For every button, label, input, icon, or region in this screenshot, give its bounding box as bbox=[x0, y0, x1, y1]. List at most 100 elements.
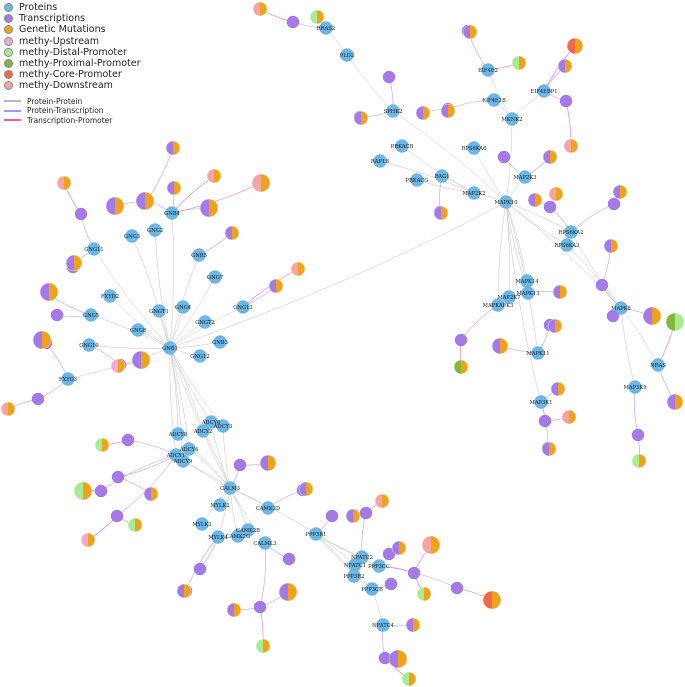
transcription-node bbox=[94, 484, 108, 498]
pie-right-half bbox=[423, 106, 430, 120]
pie-right-half bbox=[74, 255, 82, 271]
legend-item-transcriptions: Transcriptions bbox=[4, 13, 141, 24]
protein-label: PRKACG bbox=[406, 178, 429, 184]
mutation-pie-node bbox=[541, 441, 557, 457]
pie-outline bbox=[56, 175, 72, 191]
pie-right-half bbox=[399, 541, 406, 555]
protein-protein-edge bbox=[169, 347, 184, 462]
protein-label: MAP2K7 bbox=[497, 295, 520, 301]
protein-node bbox=[125, 229, 139, 243]
pie-left-half bbox=[392, 541, 399, 555]
mutation-pie-node bbox=[166, 180, 182, 196]
protein-protein-edge bbox=[177, 433, 231, 489]
protein-node bbox=[192, 248, 206, 262]
mutation-pie-node bbox=[527, 192, 543, 208]
legend-item-methy-core-promoter: methy-Core-Promoter bbox=[4, 69, 141, 80]
transcription-node bbox=[559, 94, 573, 108]
pie-outline bbox=[278, 582, 298, 602]
pie-left-half bbox=[422, 536, 431, 554]
protein-transcription-edge bbox=[259, 542, 266, 608]
pie-outline bbox=[80, 532, 96, 548]
pie-outline bbox=[374, 493, 390, 509]
protein-node bbox=[435, 169, 449, 183]
protein-node bbox=[84, 308, 98, 322]
pie-left-half bbox=[111, 359, 118, 373]
protein-node bbox=[309, 527, 323, 541]
mutation-pie-node bbox=[165, 140, 181, 156]
pie-left-half bbox=[416, 106, 423, 120]
protein-node bbox=[651, 358, 665, 372]
pie-right-half bbox=[431, 536, 440, 554]
protein-label: FXYD2 bbox=[101, 294, 119, 300]
pie-outline bbox=[166, 180, 182, 196]
protein-node bbox=[372, 559, 386, 573]
protein-label: MAPK11 bbox=[526, 351, 549, 357]
protein-protein-edge bbox=[505, 201, 528, 282]
protein-node bbox=[193, 349, 207, 363]
pie-left-half bbox=[74, 482, 83, 500]
mutation-pie-node bbox=[199, 198, 219, 218]
protein-label: CALML3 bbox=[253, 541, 276, 547]
protein-node bbox=[82, 338, 96, 352]
protein-protein-edge bbox=[505, 201, 568, 246]
pie-right-half bbox=[8, 402, 15, 416]
pie-outline bbox=[165, 140, 181, 156]
mutation-pie-node bbox=[547, 318, 563, 334]
pie-right-half bbox=[174, 181, 181, 195]
protein-node bbox=[518, 170, 532, 184]
protein-label: MAPK13 bbox=[516, 291, 539, 297]
pie-outline bbox=[199, 198, 219, 218]
pie-right-half bbox=[234, 603, 241, 617]
pie-right-half bbox=[611, 239, 618, 253]
pie-outline bbox=[561, 409, 577, 425]
transcription-node bbox=[50, 308, 64, 322]
protein-label: GNGT1 bbox=[149, 309, 169, 315]
protein-node bbox=[564, 225, 578, 239]
pie-right-half bbox=[361, 111, 368, 125]
protein-node bbox=[537, 84, 551, 98]
pie-right-half bbox=[64, 176, 71, 190]
legend-dot-icon bbox=[4, 36, 13, 46]
pie-outline bbox=[566, 37, 584, 55]
pie-right-half bbox=[556, 187, 563, 201]
protein-node bbox=[152, 304, 166, 318]
protein-node bbox=[231, 529, 245, 543]
mutation-pie-node bbox=[298, 481, 314, 497]
pie-outline bbox=[391, 540, 407, 556]
mutation-pie-node bbox=[511, 55, 527, 71]
pie-left-half bbox=[225, 226, 232, 240]
pie-right-half bbox=[298, 262, 305, 276]
pie-outline bbox=[541, 441, 557, 457]
pie-left-half bbox=[299, 482, 306, 496]
pie-right-half bbox=[263, 639, 270, 653]
pie-right-half bbox=[565, 59, 572, 73]
protein-protein-edge bbox=[169, 212, 175, 349]
pie-left-half bbox=[40, 283, 49, 301]
protein-label: MAPK10 bbox=[494, 200, 517, 206]
pie-outline bbox=[511, 55, 527, 71]
protein-protein-edge bbox=[346, 54, 394, 112]
pie-outline bbox=[547, 318, 563, 334]
transcription-node bbox=[325, 509, 339, 523]
node-legend: Proteins Transcriptions Genetic Mutation… bbox=[4, 2, 141, 92]
mutation-pie-node bbox=[206, 168, 222, 184]
pie-left-half bbox=[551, 382, 558, 396]
pie-outline bbox=[298, 481, 314, 497]
pie-left-half bbox=[528, 193, 535, 207]
transcription-node bbox=[450, 581, 464, 595]
protein-label: RPS6KA6 bbox=[462, 146, 487, 152]
edge-layer bbox=[7, 8, 676, 680]
protein-node bbox=[467, 141, 481, 155]
protein-protein-edge bbox=[570, 231, 622, 309]
pie-left-half bbox=[310, 10, 317, 24]
pie-left-half bbox=[144, 487, 151, 501]
mutation-pie-node bbox=[388, 649, 408, 669]
mutation-pie-node bbox=[345, 508, 361, 524]
protein-node bbox=[196, 424, 210, 438]
protein-transcription-edge bbox=[570, 203, 615, 233]
legend-dot-icon bbox=[4, 14, 13, 24]
pie-right-half bbox=[448, 104, 455, 118]
legend-item-methy-upstream: methy-Upstream bbox=[4, 36, 141, 47]
pie-left-half bbox=[564, 139, 571, 153]
